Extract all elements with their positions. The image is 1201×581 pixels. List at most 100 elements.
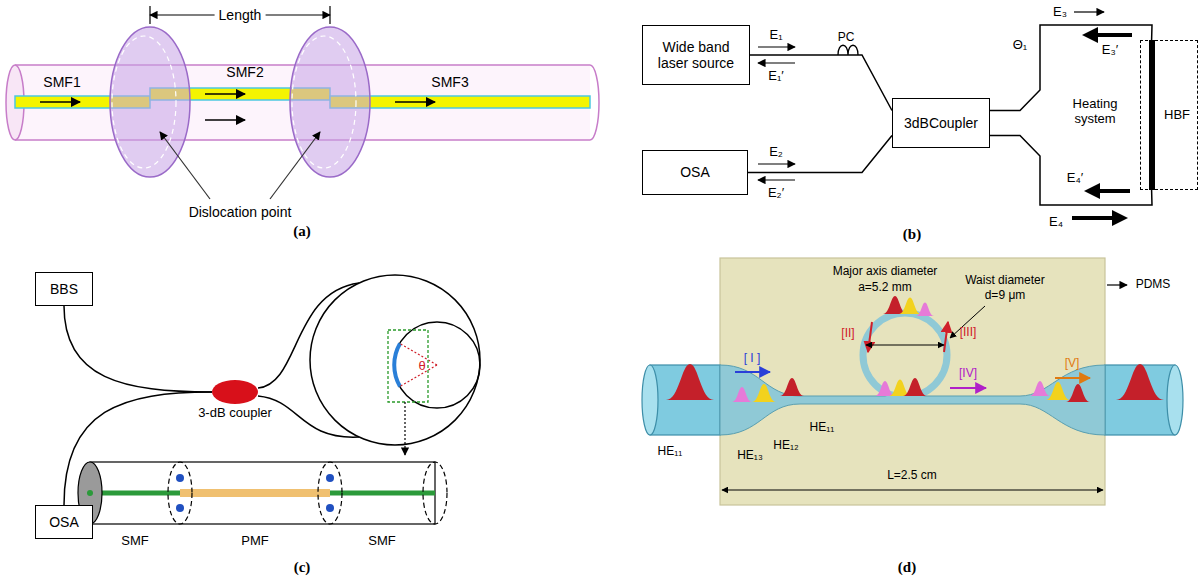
annotation-label: SMF <box>368 534 395 549</box>
fiber-splice-part <box>590 65 599 140</box>
fiber-loop-part <box>326 504 334 512</box>
node-text: Wide band laser source <box>649 39 743 71</box>
heating-setup-part <box>758 179 795 180</box>
fiber-loop-part <box>423 462 447 524</box>
fiber-connector <box>990 25 1152 111</box>
fiber-connector <box>990 136 1152 206</box>
fiber-splice-part <box>110 27 190 177</box>
pdms-device-part <box>1066 384 1090 402</box>
node-text: OSA <box>680 164 710 180</box>
annotation-label: [V] <box>1065 357 1080 371</box>
source-box: Wide band laser source <box>642 25 750 85</box>
node-text: 3-dB coupler <box>198 406 272 421</box>
annotation-label: PDMS <box>1136 278 1171 292</box>
fiber-loop-part <box>310 275 480 445</box>
panel-label: (d) <box>898 559 916 576</box>
fiber-splice <box>6 6 599 199</box>
fiber-loop-part <box>168 462 192 524</box>
fiber-region-box: HBF <box>1140 40 1198 190</box>
annotation-label: HE₁₂ <box>773 439 798 453</box>
annotation-label: Major axis diameter <box>833 265 938 279</box>
annotation-label: a=5.2 mm <box>858 281 912 295</box>
coupler-shape <box>212 380 258 404</box>
coupler-shape <box>212 380 258 404</box>
annotation-label: E₁′ <box>768 69 784 84</box>
pdms-device-part <box>1030 381 1050 396</box>
pdms-device-part <box>1055 377 1090 379</box>
pdms-device-part <box>944 322 948 352</box>
annotation-label: [IV] <box>959 367 977 381</box>
fiber-loop-part <box>318 462 342 524</box>
pdms-device-part <box>752 384 776 402</box>
pdms-device <box>642 258 1183 505</box>
heating-setup-part <box>1090 33 1132 37</box>
node-text: HBF <box>1164 108 1190 123</box>
panel-label: (a) <box>293 223 311 240</box>
annotation-label: d=9 μm <box>985 289 1026 303</box>
pdms-device-part <box>720 365 1105 435</box>
heating-setup <box>758 12 1155 218</box>
heating-setup-part <box>758 163 795 164</box>
annotation-label: Heating system <box>1055 97 1135 127</box>
fiber-connector <box>64 306 212 392</box>
pdms-device-part <box>903 378 927 396</box>
fiber-connector <box>750 55 892 111</box>
fiber-connector <box>64 392 212 505</box>
pdms-device-part <box>1105 365 1175 435</box>
fiber-splice-part <box>292 36 356 168</box>
heating-setup-part <box>838 45 858 55</box>
heating-setup-part <box>1092 189 1130 193</box>
heating-setup-part <box>1072 216 1120 220</box>
pdms-device-part <box>722 490 1103 491</box>
annotation-label: SMF <box>121 534 148 549</box>
annotation-label: HE₁₃ <box>737 449 763 463</box>
coupler-box: 3dBCoupler <box>892 98 990 148</box>
annotation-label: E₂ <box>769 145 783 160</box>
fiber-splice-part <box>205 119 245 121</box>
annotation-label: E₃′ <box>1102 43 1118 58</box>
annotation-label: SMF2 <box>226 64 263 80</box>
annotation-label: θ <box>418 359 425 374</box>
annotation-label: Waist diameter <box>965 274 1045 288</box>
fiber-loop-part <box>258 396 359 437</box>
annotation-label: L=2.5 cm <box>887 469 937 483</box>
heating-setup-part <box>1074 11 1104 12</box>
fiber-loop-part <box>258 283 359 388</box>
annotation-label: HE₁₁ <box>658 445 683 459</box>
pdms-device-part <box>916 303 934 317</box>
node-text: OSA <box>49 514 79 530</box>
pdms-device-part <box>950 387 986 389</box>
fiber-splice-part <box>40 101 80 103</box>
panel-label: (c) <box>294 559 311 576</box>
pdms-device-part <box>642 365 658 435</box>
pdms-device-part <box>1107 284 1127 285</box>
heating-setup-part <box>758 46 795 47</box>
annotation-label: E₃ <box>1053 5 1067 20</box>
analyzer-box: OSA <box>35 505 93 539</box>
pdms-device-part <box>735 371 770 373</box>
source-box: BBS <box>35 272 93 306</box>
annotation-label: Dislocation point <box>189 204 292 220</box>
heating-setup-part <box>758 62 795 63</box>
annotation-label: PC <box>838 31 855 45</box>
annotation-label: Θ₁ <box>1013 38 1028 53</box>
pdms-device-part <box>863 313 947 397</box>
pdms-device-part <box>780 378 804 396</box>
annotation-label: SMF3 <box>431 74 468 90</box>
annotation-label: HE₁₁ <box>810 421 835 435</box>
annotation-label: Length <box>215 7 266 23</box>
annotation-label: E₁ <box>769 28 782 43</box>
annotation-label: SMF1 <box>43 74 80 90</box>
annotation-label: [ I ] <box>744 352 761 366</box>
pdms-device-part <box>732 387 752 402</box>
coupler-ellipse: 3-dB coupler <box>212 380 258 404</box>
fiber-connector <box>748 136 892 173</box>
pdms-device-part <box>868 322 872 352</box>
fiber-loop-part <box>90 491 180 496</box>
fiber-splice-part <box>160 132 210 199</box>
fiber-loop-part <box>180 489 330 497</box>
pdms-device-part <box>866 345 944 346</box>
fiber-loop-part <box>394 344 400 387</box>
fiber-loop-part <box>326 474 334 482</box>
